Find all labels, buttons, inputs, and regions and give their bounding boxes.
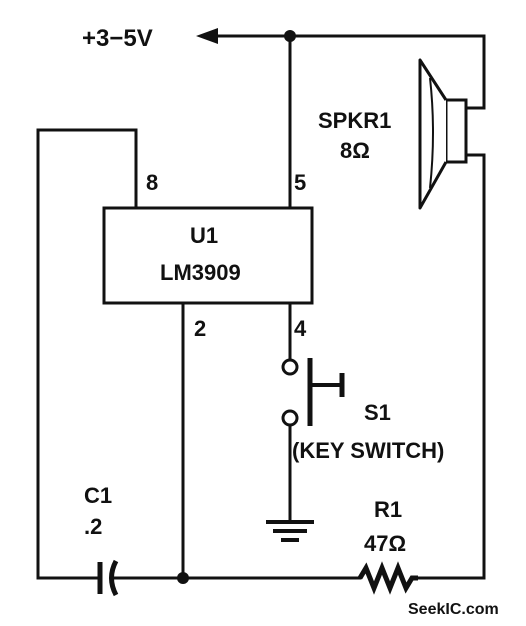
pin-8-label: 8 [146,170,158,195]
pin-5-label: 5 [294,170,306,195]
wire-supply-bus [213,34,486,110]
supply-label: +3−5V [82,25,153,52]
switch-desc: (KEY SWITCH) [292,438,444,463]
resistor-icon [357,561,418,595]
resistor-value: 47Ω [364,531,406,556]
wire-pin8-loop [36,128,138,580]
speaker-ref: SPKR1 [318,108,391,133]
capacitor-ref: C1 [84,483,112,508]
ic-ref: U1 [190,223,218,248]
capacitor-icon [97,559,119,597]
junction-dot [284,30,296,42]
switch-ref: S1 [364,400,391,425]
key-switch-icon [281,358,345,427]
pin-2-label: 2 [194,316,206,341]
pin-4-label: 4 [294,316,307,341]
ic-part: LM3909 [160,260,241,285]
speaker-icon [418,58,468,210]
speaker-value: 8Ω [340,138,370,163]
wires [36,34,486,580]
junction-dot [177,572,189,584]
ic-u1-body [102,206,314,305]
supply-arrow-icon [196,28,218,44]
watermark: SeekIC.com [408,601,499,618]
wire-right-rail [416,153,486,580]
capacitor-value: .2 [84,514,102,539]
resistor-ref: R1 [374,497,402,522]
ground-icon [266,520,314,542]
